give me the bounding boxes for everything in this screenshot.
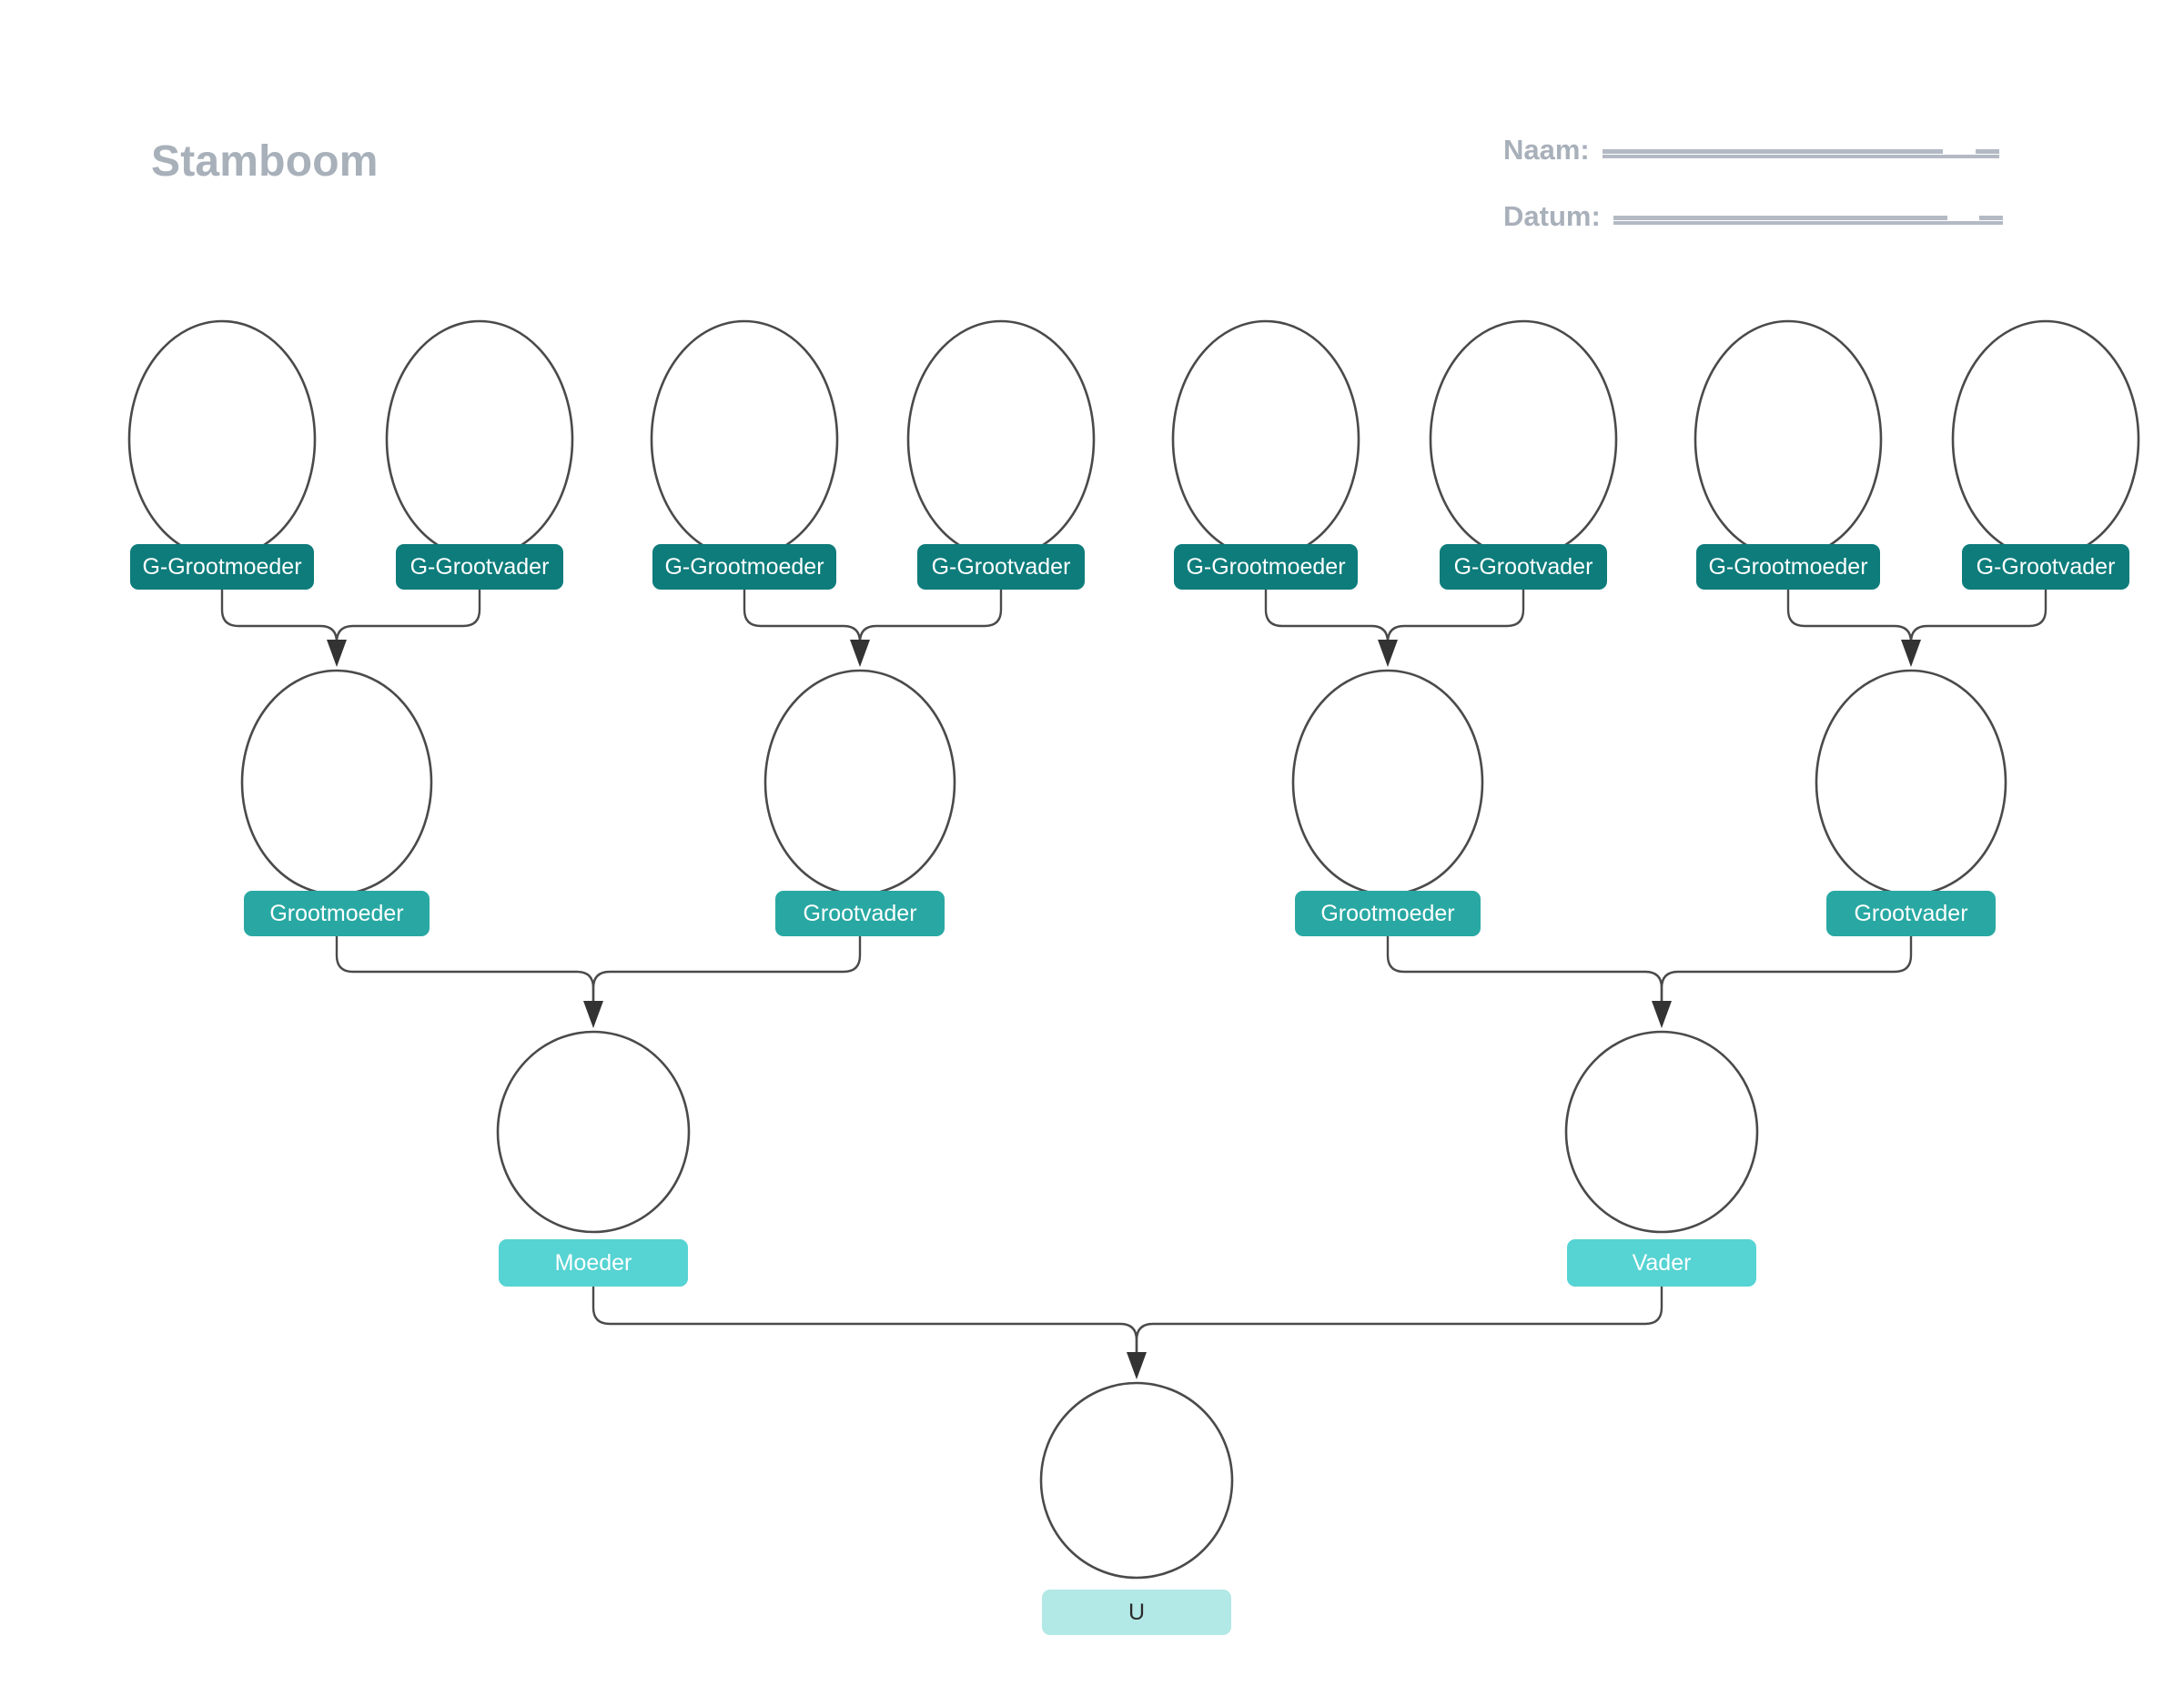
great-grandparent-ellipse-0[interactable]	[127, 319, 317, 560]
great-grandparent-label-1[interactable]: G-Grootvader	[396, 544, 563, 590]
great-grandparent-ellipse-5[interactable]	[1429, 319, 1618, 560]
grandparent-label-2-text: Grootmoeder	[1320, 900, 1455, 926]
grandparent-label-3[interactable]: Grootvader	[1826, 891, 1996, 936]
great-grandparent-ellipse-7[interactable]	[1951, 319, 2140, 560]
connector-p-0-0	[592, 1287, 1138, 1352]
datum-rule-tail	[1978, 216, 2003, 220]
arrow-gp-0	[583, 1001, 603, 1028]
connector-gg-2-0	[1264, 590, 1390, 643]
grandparent-label-2[interactable]: Grootmoeder	[1295, 891, 1481, 936]
great-grandparent-ellipse-1[interactable]	[385, 319, 574, 560]
arrow-gg-0	[327, 640, 347, 667]
datum-field-row: Datum:	[1503, 198, 2003, 233]
great-grandparent-label-7-text: G-Grootvader	[1976, 553, 2116, 580]
great-grandparent-ellipse-3[interactable]	[906, 319, 1096, 560]
arrow-gg-1	[850, 640, 870, 667]
self-label[interactable]: U	[1042, 1590, 1231, 1635]
arrow-gp-1	[1652, 1001, 1672, 1028]
great-grandparent-label-0[interactable]: G-Grootmoeder	[130, 544, 314, 590]
great-grandparent-label-6[interactable]: G-Grootmoeder	[1696, 544, 1880, 590]
self-ellipse[interactable]	[1039, 1381, 1234, 1580]
arrow-gg-3	[1901, 640, 1921, 667]
connector-gg-0-1	[335, 590, 481, 643]
parent-label-0[interactable]: Moeder	[499, 1239, 688, 1287]
naam-label: Naam:	[1503, 134, 1590, 166]
great-grandparent-ellipse-4[interactable]	[1171, 319, 1360, 560]
grandparent-label-1[interactable]: Grootvader	[775, 891, 945, 936]
great-grandparent-label-3[interactable]: G-Grootvader	[917, 544, 1085, 590]
grandparent-ellipse-2[interactable]	[1291, 669, 1484, 896]
naam-rule-dashed	[1602, 149, 1943, 154]
connector-gg-1-0	[743, 590, 862, 643]
great-grandparent-label-4[interactable]: G-Grootmoeder	[1174, 544, 1358, 590]
great-grandparent-label-5-text: G-Grootvader	[1453, 553, 1593, 580]
connector-gp-0-0	[335, 936, 595, 1001]
parent-label-1[interactable]: Vader	[1567, 1239, 1756, 1287]
grandparent-label-3-text: Grootvader	[1854, 900, 1968, 926]
connector-gg-2-1	[1386, 590, 1525, 643]
parent-label-0-text: Moeder	[554, 1249, 632, 1276]
arrow-gg-2	[1378, 640, 1398, 667]
naam-rule-tail	[1975, 149, 1999, 154]
parent-ellipse-1[interactable]	[1564, 1030, 1759, 1234]
great-grandparent-label-0-text: G-Grootmoeder	[142, 553, 302, 580]
parent-ellipses	[496, 1030, 1759, 1234]
connector-gg-0-0	[220, 590, 339, 643]
connector-gg-1-1	[858, 590, 1003, 643]
grandparent-label-0-text: Grootmoeder	[269, 900, 404, 926]
great-grandparent-ellipses	[127, 319, 2140, 560]
arrow-p-0	[1127, 1352, 1147, 1379]
connector-p-0-1	[1135, 1287, 1663, 1352]
connector-gp-0-1	[592, 936, 862, 1001]
parent-label-1-text: Vader	[1632, 1249, 1692, 1276]
self-label-text: U	[1127, 1599, 1146, 1625]
great-grandparent-ellipse-2[interactable]	[650, 319, 839, 560]
great-grandparent-label-7[interactable]: G-Grootvader	[1962, 544, 2129, 590]
connector-gp-1-0	[1386, 936, 1663, 1001]
grandparent-ellipses	[240, 669, 2007, 896]
connector-gg-3-1	[1909, 590, 2048, 643]
grandparent-ellipse-0[interactable]	[240, 669, 433, 896]
great-grandparent-label-3-text: G-Grootvader	[931, 553, 1071, 580]
great-grandparent-ellipse-6[interactable]	[1694, 319, 1883, 560]
datum-rule-solid	[1613, 221, 2003, 225]
great-grandparent-label-1-text: G-Grootvader	[410, 553, 550, 580]
grandparent-label-0[interactable]: Grootmoeder	[244, 891, 430, 936]
grandparent-ellipse-3[interactable]	[1815, 669, 2007, 896]
connector-lines	[220, 590, 2048, 1379]
great-grandparent-label-2-text: G-Grootmoeder	[664, 553, 824, 580]
great-grandparent-label-6-text: G-Grootmoeder	[1708, 553, 1868, 580]
datum-rule-dashed	[1613, 216, 1947, 220]
great-grandparent-label-5[interactable]: G-Grootvader	[1440, 544, 1607, 590]
great-grandparent-label-2[interactable]: G-Grootmoeder	[652, 544, 836, 590]
grandparent-ellipse-1[interactable]	[763, 669, 956, 896]
page-title: Stamboom	[151, 137, 379, 186]
naam-rule-solid	[1602, 155, 1999, 158]
naam-field-row: Naam:	[1503, 132, 1999, 167]
datum-label: Datum:	[1503, 200, 1601, 232]
connector-gp-1-1	[1660, 936, 1913, 1001]
parent-ellipse-0[interactable]	[496, 1030, 691, 1234]
connector-gg-3-0	[1786, 590, 1913, 643]
self-ellipse	[1039, 1381, 1234, 1580]
great-grandparent-label-4-text: G-Grootmoeder	[1186, 553, 1346, 580]
grandparent-label-1-text: Grootvader	[803, 900, 917, 926]
